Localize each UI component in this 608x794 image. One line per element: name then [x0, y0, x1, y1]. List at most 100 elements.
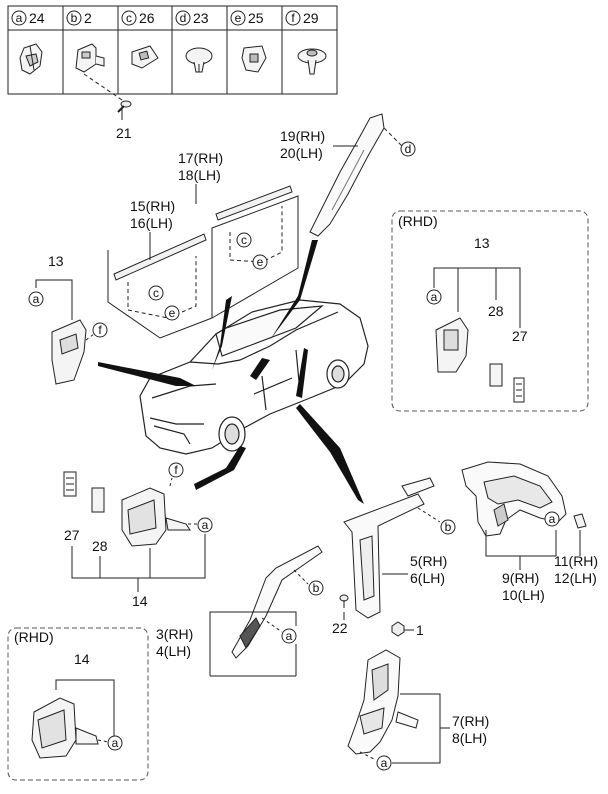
- svg-text:24: 24: [29, 10, 45, 26]
- part-label-4: 4(LH): [156, 643, 191, 659]
- legend-header-c: c 26: [121, 10, 155, 26]
- svg-text:f: f: [98, 323, 102, 337]
- part-label-19: 19(RH): [280, 128, 325, 144]
- bracket-clip-icon: [75, 43, 105, 73]
- svg-text:d: d: [180, 11, 187, 25]
- part-label-9: 9(RH): [502, 570, 539, 586]
- retainer-clip-icon: [241, 45, 267, 73]
- svg-text:29: 29: [303, 10, 319, 26]
- callout-a: [281, 628, 297, 644]
- svg-text:a: a: [16, 11, 23, 25]
- leader-swooshes: [98, 240, 364, 504]
- kick-panel-part: [51, 319, 87, 385]
- legend-header-b: b 2: [66, 10, 92, 26]
- pad-28: [489, 363, 503, 387]
- rhd-box-bottom-title: (RHD): [14, 629, 54, 645]
- svg-text:c: c: [153, 286, 159, 300]
- rhd-box-top: [391, 210, 589, 412]
- part-label-15: 15(RH): [130, 198, 175, 214]
- callout-a: [376, 755, 392, 771]
- part-label-7: 7(RH): [452, 713, 489, 729]
- callout-a: [426, 289, 442, 305]
- part-label-10: 10(LH): [502, 587, 545, 603]
- part-label-18: 18(LH): [178, 167, 221, 183]
- front-pillar-trim: [231, 545, 323, 659]
- svg-text:a: a: [549, 512, 556, 526]
- bolt-22: [339, 594, 349, 608]
- part-label-28: 28: [92, 538, 108, 554]
- svg-text:2: 2: [84, 10, 92, 26]
- callout-a: [107, 735, 123, 751]
- svg-text:c: c: [126, 11, 132, 25]
- quarter-cap-11: [573, 513, 587, 529]
- screw-grommet-icon: [297, 48, 327, 75]
- svg-text:a: a: [112, 736, 119, 750]
- callout-c: [236, 232, 252, 248]
- legend-header-d: d 23: [175, 10, 209, 26]
- rhd-label-14: 14: [74, 651, 90, 667]
- push-pin-icon: [185, 47, 213, 73]
- part-label-1: 1: [416, 622, 424, 638]
- lower-pad-28: [91, 487, 105, 513]
- part-label-22: 22: [332, 620, 348, 636]
- center-pillar-trim: [343, 477, 435, 619]
- callout-d: [400, 141, 416, 157]
- svg-text:e: e: [235, 11, 242, 25]
- svg-text:25: 25: [248, 10, 264, 26]
- callout-f: [92, 322, 108, 338]
- quarter-trim: [461, 461, 567, 537]
- square-clip-icon: [131, 45, 159, 69]
- svg-text:a: a: [431, 290, 438, 304]
- part-label-13: 13: [48, 253, 64, 269]
- part-label-27: 27: [64, 527, 80, 543]
- callout-b: [308, 580, 324, 596]
- screw-part-21: [83, 73, 132, 120]
- svg-text:b: b: [313, 581, 320, 595]
- lower-kick-panel-14: [121, 487, 191, 547]
- svg-text:f: f: [174, 463, 178, 477]
- rhd-box-top-title: (RHD): [398, 213, 438, 229]
- svg-text:d: d: [405, 142, 412, 156]
- callout-a: [544, 511, 560, 527]
- callout-e: [164, 305, 180, 321]
- svg-text:e: e: [257, 255, 264, 269]
- pad-27: [513, 377, 525, 403]
- part-label-17: 17(RH): [178, 150, 223, 166]
- svg-text:c: c: [241, 233, 247, 247]
- rhd-label-28: 28: [488, 303, 504, 319]
- svg-text:e: e: [169, 306, 176, 320]
- part-label-20: 20(LH): [280, 145, 323, 161]
- part-label-16: 16(LH): [130, 215, 173, 231]
- callout-a: [197, 517, 213, 533]
- lower-pad-27: [63, 471, 77, 497]
- part-label-21: 21: [116, 125, 132, 141]
- rhd-box-bottom: [7, 627, 149, 781]
- rhd-kick-panel: [435, 317, 469, 373]
- callout-e: [252, 254, 268, 270]
- callout-a: [28, 291, 44, 307]
- rhd-label-27: 27: [512, 328, 528, 344]
- legend-header-a: a 24: [11, 10, 45, 26]
- legend-header-f: f 29: [285, 10, 319, 26]
- nut-1: [391, 621, 405, 637]
- part-label-14: 14: [132, 593, 148, 609]
- svg-text:b: b: [445, 520, 452, 534]
- clip-icon: [19, 43, 43, 75]
- callout-f: [168, 462, 184, 478]
- rhd-label-13: 13: [474, 235, 490, 251]
- roof-rail-panels: [107, 185, 299, 339]
- part-label-6: 6(LH): [410, 570, 445, 586]
- callout-c: [148, 285, 164, 301]
- svg-text:23: 23: [193, 10, 209, 26]
- part-label-8: 8(LH): [452, 730, 487, 746]
- svg-text:b: b: [71, 11, 78, 25]
- svg-text:a: a: [33, 292, 40, 306]
- part-label-11: 11(RH): [554, 553, 598, 569]
- svg-text:a: a: [286, 629, 293, 643]
- callout-b: [440, 519, 456, 535]
- part-label-12: 12(LH): [554, 570, 597, 586]
- svg-text:f: f: [291, 11, 295, 25]
- legend-table: [7, 5, 338, 95]
